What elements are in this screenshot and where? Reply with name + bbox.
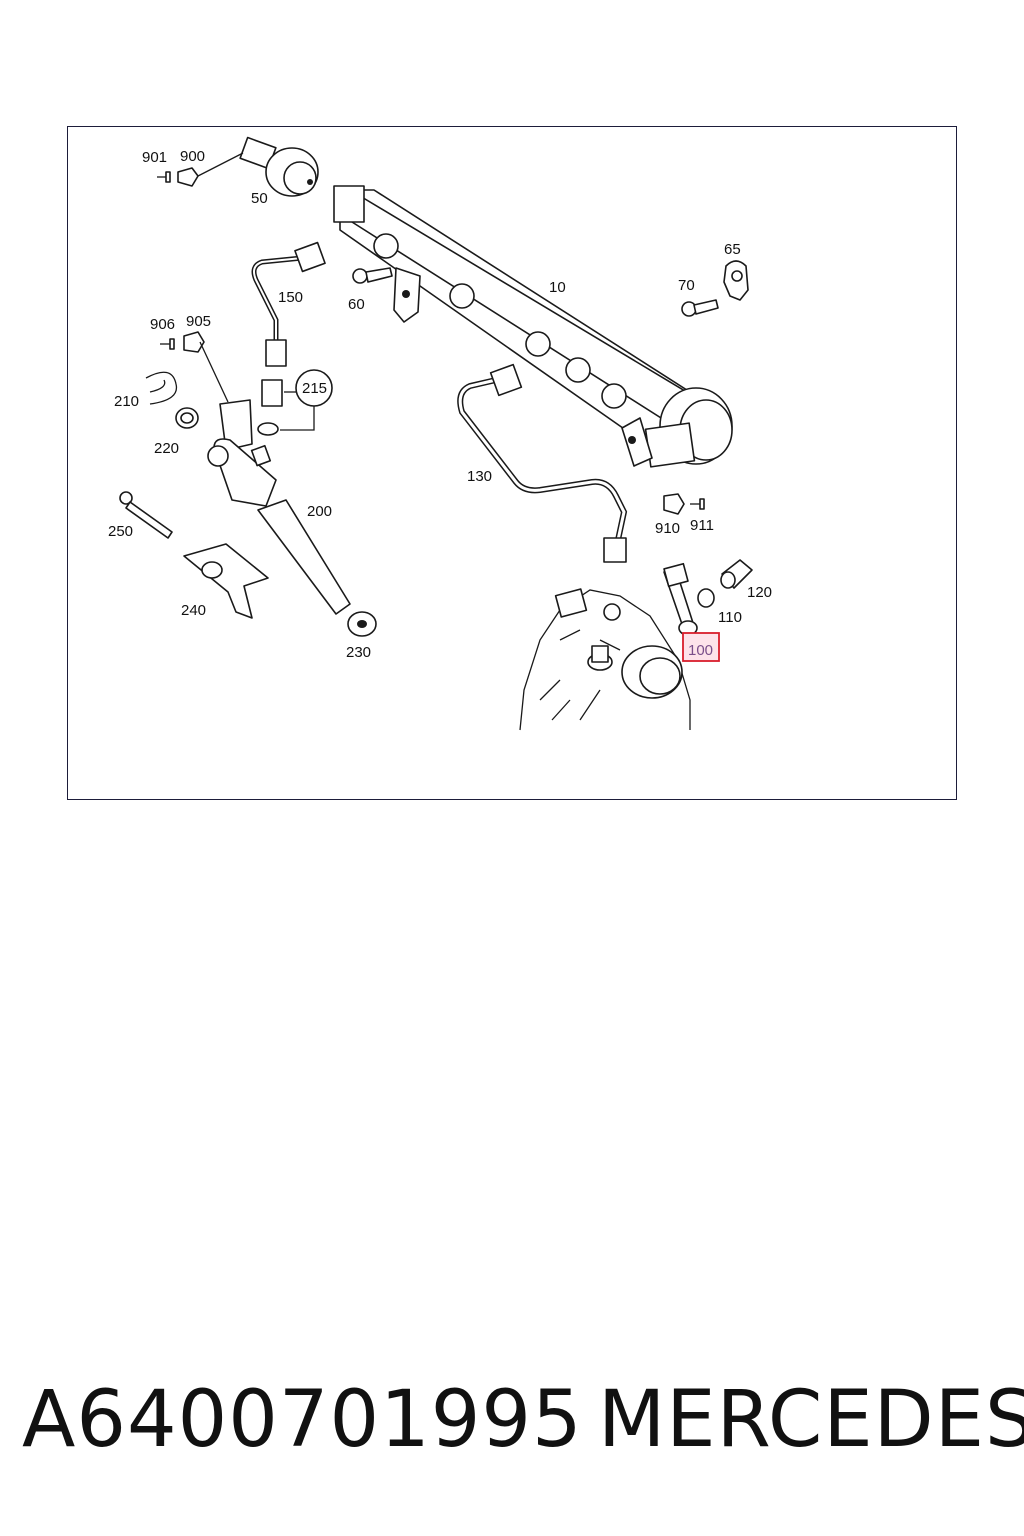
callout-100-highlight[interactable]: 100 xyxy=(682,632,720,662)
callout-901[interactable]: 901 xyxy=(142,149,167,166)
callout-230[interactable]: 230 xyxy=(346,644,371,661)
part-250-bolt[interactable] xyxy=(119,491,173,539)
brand-name: MERCEDES xyxy=(598,1375,1024,1465)
callout-906[interactable]: 906 xyxy=(150,316,175,333)
part-120-hollow-screw[interactable] xyxy=(720,559,753,589)
part-10-fuel-rail[interactable] xyxy=(333,185,733,468)
high-pressure-pump xyxy=(519,588,691,731)
callout-10[interactable]: 10 xyxy=(549,279,566,296)
callout-900[interactable]: 900 xyxy=(180,148,205,165)
part-110-seal-ring[interactable] xyxy=(697,588,715,608)
part-906-pin[interactable] xyxy=(160,338,175,350)
part-910-connector-clip[interactable] xyxy=(663,493,685,515)
callout-240[interactable]: 240 xyxy=(181,602,206,619)
part-240-clamp[interactable] xyxy=(183,543,269,619)
part-911-pin[interactable] xyxy=(690,498,705,510)
part-130-injection-line[interactable] xyxy=(457,363,628,563)
part-210-retaining-clip[interactable] xyxy=(145,371,178,405)
callout-150[interactable]: 150 xyxy=(278,289,303,306)
part-100-connection-piece[interactable] xyxy=(663,562,698,636)
part-905-connector-clip[interactable] xyxy=(183,331,229,403)
part-230-washer[interactable] xyxy=(347,611,377,637)
callout-60[interactable]: 60 xyxy=(348,296,365,313)
part-70-bolt[interactable] xyxy=(681,299,719,317)
part-60-bolt[interactable] xyxy=(352,267,393,284)
callout-130[interactable]: 130 xyxy=(467,468,492,485)
callout-65[interactable]: 65 xyxy=(724,241,741,258)
callout-905[interactable]: 905 xyxy=(186,313,211,330)
callout-215[interactable]: 215 xyxy=(302,380,327,397)
callout-50[interactable]: 50 xyxy=(251,190,268,207)
callout-200[interactable]: 200 xyxy=(307,503,332,520)
callout-220[interactable]: 220 xyxy=(154,440,179,457)
part-50-pressure-sensor[interactable] xyxy=(239,136,319,197)
part-150-injection-line[interactable] xyxy=(251,241,326,367)
callout-100[interactable]: 100 xyxy=(688,642,713,659)
part-number: A6400701995 xyxy=(22,1375,583,1465)
footer: A6400701995 MERCEDES xyxy=(0,1372,1024,1472)
callout-911[interactable]: 911 xyxy=(690,517,714,534)
part-200-injector[interactable] xyxy=(207,399,351,615)
callout-210[interactable]: 210 xyxy=(114,393,139,410)
part-65-clamp[interactable] xyxy=(723,260,749,301)
callout-250[interactable]: 250 xyxy=(108,523,133,540)
callout-910[interactable]: 910 xyxy=(655,520,680,537)
part-900-connector-clip[interactable] xyxy=(177,152,244,187)
part-215-leakoff-fitting[interactable] xyxy=(257,369,333,436)
callout-110[interactable]: 110 xyxy=(718,609,742,626)
part-901-pin[interactable] xyxy=(157,171,171,183)
part-220-seal-ring[interactable] xyxy=(175,407,199,429)
callout-120[interactable]: 120 xyxy=(747,584,772,601)
callout-70[interactable]: 70 xyxy=(678,277,695,294)
